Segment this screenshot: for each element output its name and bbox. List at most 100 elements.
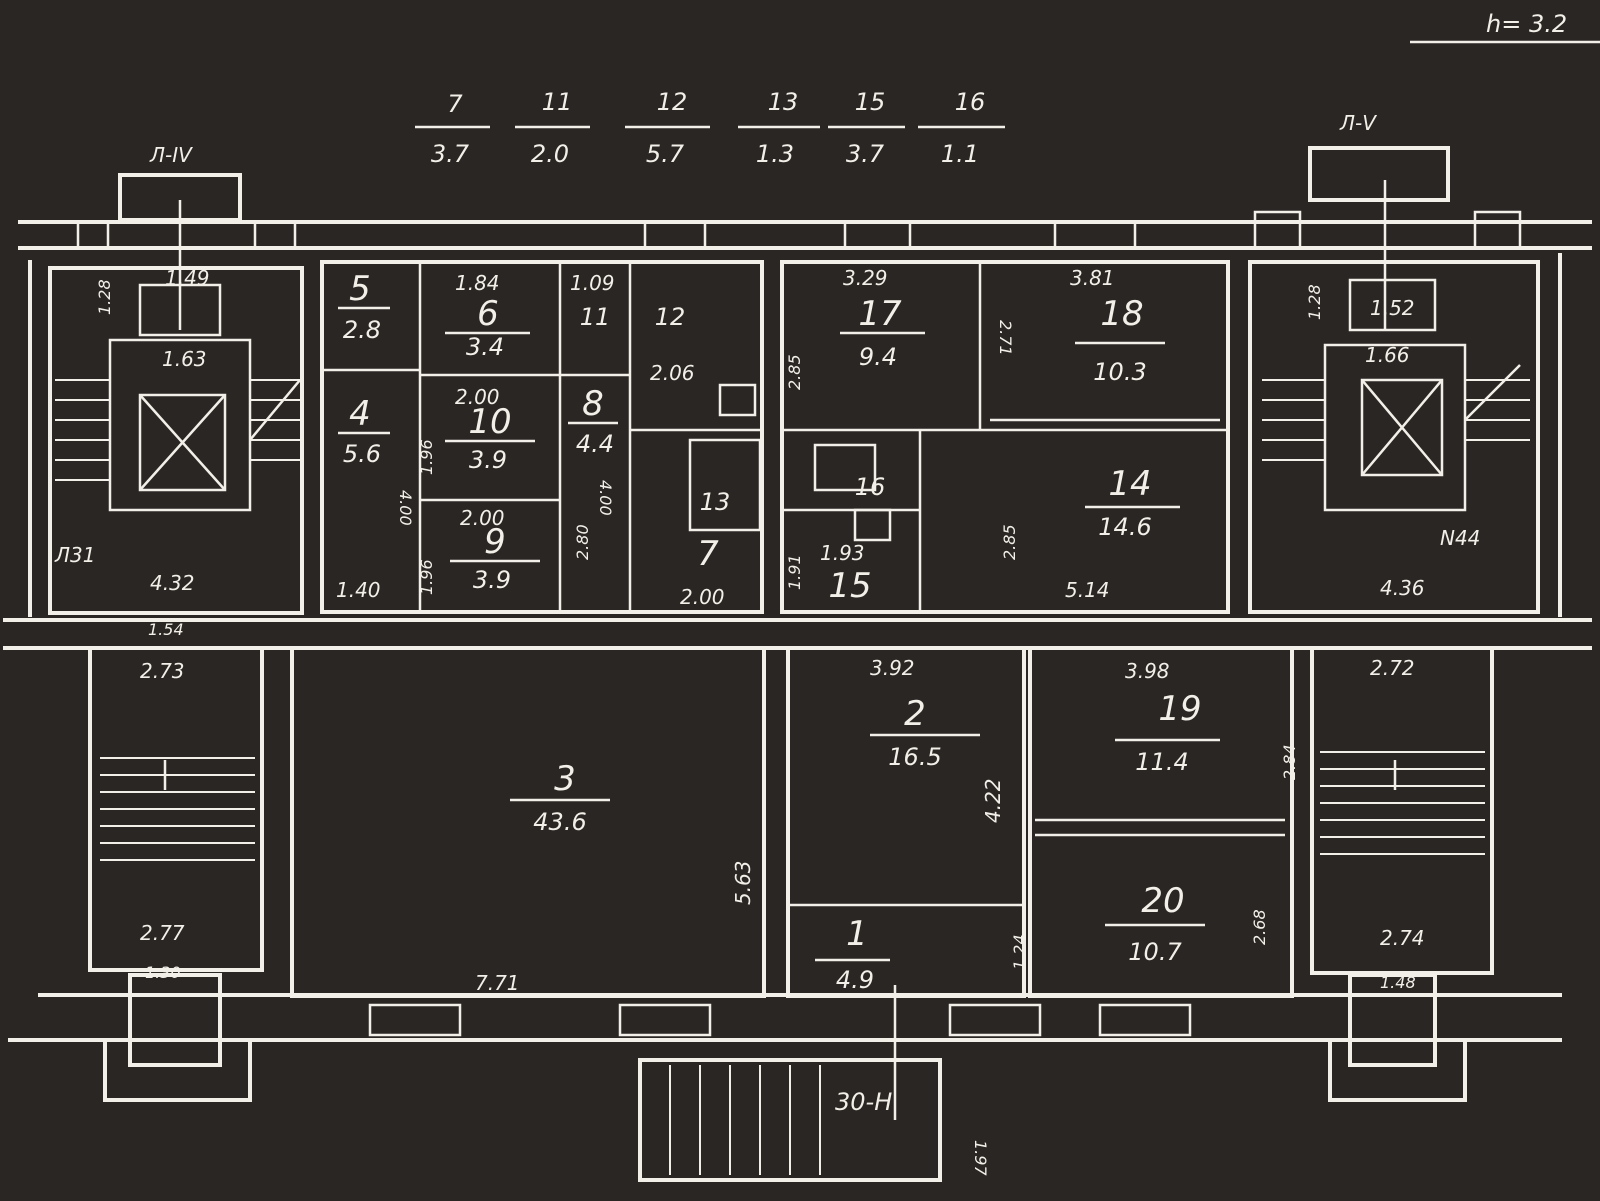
left-stair-bottom: 2.73 2.77 1.30 — [88, 646, 264, 1102]
room-3-area: 43.6 — [533, 808, 586, 836]
small-rooms-block: 5 2.8 4 5.6 1.40 4.00 1.84 6 3.4 2.00 10… — [320, 260, 764, 614]
dim-4-22: 4.22 — [981, 778, 1005, 823]
dim-3-98: 3.98 — [1125, 659, 1170, 683]
legend-area-1: 3.7 — [431, 140, 470, 168]
ceiling-height-mark: h= 3.2 — [1410, 10, 1600, 44]
room-13-number: 13 — [700, 488, 731, 516]
room-15-number: 15 — [828, 566, 871, 606]
left-elevator-shaft — [138, 393, 227, 492]
dim-4-00-right: 4.00 — [596, 480, 615, 516]
room-9-area: 3.9 — [473, 566, 511, 594]
legend-num-6: 16 — [955, 88, 986, 116]
legend-num-4: 13 — [768, 88, 799, 116]
dim-2-68: 2.68 — [1250, 909, 1269, 945]
dim-2-80: 2.80 — [573, 524, 592, 560]
room-6-area: 3.4 — [466, 333, 504, 361]
legend-num-2: 11 — [542, 88, 573, 116]
dim-1-66: 1.66 — [1365, 343, 1410, 367]
right-stair-code: N44 — [1440, 526, 1480, 550]
room-6-number: 6 — [477, 294, 499, 334]
dim-1-63: 1.63 — [162, 347, 207, 371]
rooms-2-and-1: 3.92 2 16.5 4.22 1 4.9 1.24 — [786, 646, 1029, 998]
room-14-number: 14 — [1108, 464, 1151, 504]
room-2-number: 2 — [904, 694, 926, 734]
dim-1-40: 1.40 — [336, 578, 381, 602]
dim-1-09: 1.09 — [570, 271, 615, 295]
dim-2-85-top: 2.85 — [785, 354, 804, 390]
right-rooms-block: 3.29 17 9.4 2.85 3.81 18 10.3 2.71 14 14… — [780, 260, 1230, 614]
room-1-number: 1 — [846, 914, 868, 954]
dim-2-73: 2.73 — [140, 659, 185, 683]
room-17-area: 9.4 — [859, 343, 897, 371]
room-16-number: 16 — [855, 473, 886, 501]
legend-area-4: 1.3 — [756, 140, 794, 168]
room-3: 3 43.6 5.63 7.71 — [290, 646, 766, 998]
room-12-number: 12 — [655, 303, 686, 331]
dim-3-92: 3.92 — [870, 656, 915, 680]
room-legend: 7 3.7 11 2.0 12 5.7 13 1.3 15 3.7 16 1.1 — [415, 88, 1005, 168]
dim-1-28-left: 1.28 — [95, 279, 114, 315]
room-19-number: 19 — [1158, 689, 1201, 729]
room-5-number: 5 — [349, 269, 371, 309]
dim-2-06: 2.06 — [650, 361, 695, 385]
room-18-number: 18 — [1100, 294, 1143, 334]
dim-1-49: 1.49 — [165, 266, 210, 290]
dim-2-00-top: 2.00 — [455, 385, 500, 409]
room-1-area: 4.9 — [836, 966, 874, 994]
room-3-number: 3 — [554, 759, 576, 799]
dim-3-81: 3.81 — [1070, 266, 1115, 290]
room-20-area: 10.7 — [1128, 938, 1182, 966]
legend-area-2: 2.0 — [531, 140, 569, 168]
room-2-area: 16.5 — [888, 743, 941, 771]
room-4-number: 4 — [349, 394, 371, 434]
dim-1-52: 1.52 — [1370, 296, 1415, 320]
legend-area-5: 3.7 — [846, 140, 885, 168]
room-11-number: 11 — [580, 303, 611, 331]
dim-2-00-mid: 2.00 — [460, 506, 505, 530]
dim-1-96-top: 1.96 — [417, 439, 436, 475]
dim-3-29: 3.29 — [843, 266, 888, 290]
dim-2-74: 2.74 — [1380, 926, 1425, 950]
entrance-porch: 30-H 1.97 — [638, 985, 990, 1182]
dim-1-30: 1.30 — [145, 963, 181, 982]
dim-1-54: 1.54 — [148, 620, 184, 639]
room-14-area: 14.6 — [1098, 513, 1151, 541]
ceiling-height-label: h= 3.2 — [1486, 10, 1567, 38]
legend-num-5: 15 — [855, 88, 886, 116]
dim-4-00-left: 4.00 — [396, 490, 415, 526]
room-20-number: 20 — [1141, 881, 1184, 921]
left-stair-tag: Л-IV — [149, 143, 193, 167]
dim-1-96-bottom: 1.96 — [417, 559, 436, 595]
room-18-area: 10.3 — [1093, 358, 1146, 386]
room-17-number: 17 — [858, 294, 902, 334]
dim-1-93: 1.93 — [820, 541, 865, 565]
dim-1-97: 1.97 — [971, 1140, 990, 1176]
room-9-number: 9 — [484, 522, 506, 562]
dim-7-71: 7.71 — [475, 971, 520, 995]
windows-bottom — [368, 1003, 1192, 1037]
legend-num-3: 12 — [657, 88, 688, 116]
right-stair-bottom: 2.72 2.74 1.48 — [1310, 646, 1494, 1102]
right-elevator-shaft — [1360, 378, 1444, 477]
dim-2-00-bottom: 2.00 — [680, 585, 725, 609]
dim-1-28-right: 1.28 — [1305, 284, 1324, 320]
dim-1-91: 1.91 — [785, 554, 804, 590]
dim-1-24: 1.24 — [1010, 934, 1029, 970]
room-19-area: 11.4 — [1135, 748, 1188, 776]
dim-5-14: 5.14 — [1065, 578, 1110, 602]
entrance-label: 30-H — [835, 1088, 892, 1116]
left-stair-code: Л31 — [54, 543, 96, 567]
room-5-area: 2.8 — [343, 316, 381, 344]
legend-area-6: 1.1 — [941, 140, 979, 168]
room-10-area: 3.9 — [469, 446, 507, 474]
dim-2-72: 2.72 — [1370, 656, 1415, 680]
dim-5-63: 5.63 — [731, 860, 755, 905]
dim-4-36: 4.36 — [1380, 576, 1425, 600]
room-8-area: 4.4 — [576, 430, 614, 458]
legend-num-1: 7 — [447, 90, 463, 118]
dim-2-71: 2.71 — [996, 320, 1015, 356]
room-8-number: 8 — [582, 384, 604, 424]
legend-area-3: 5.7 — [646, 140, 685, 168]
